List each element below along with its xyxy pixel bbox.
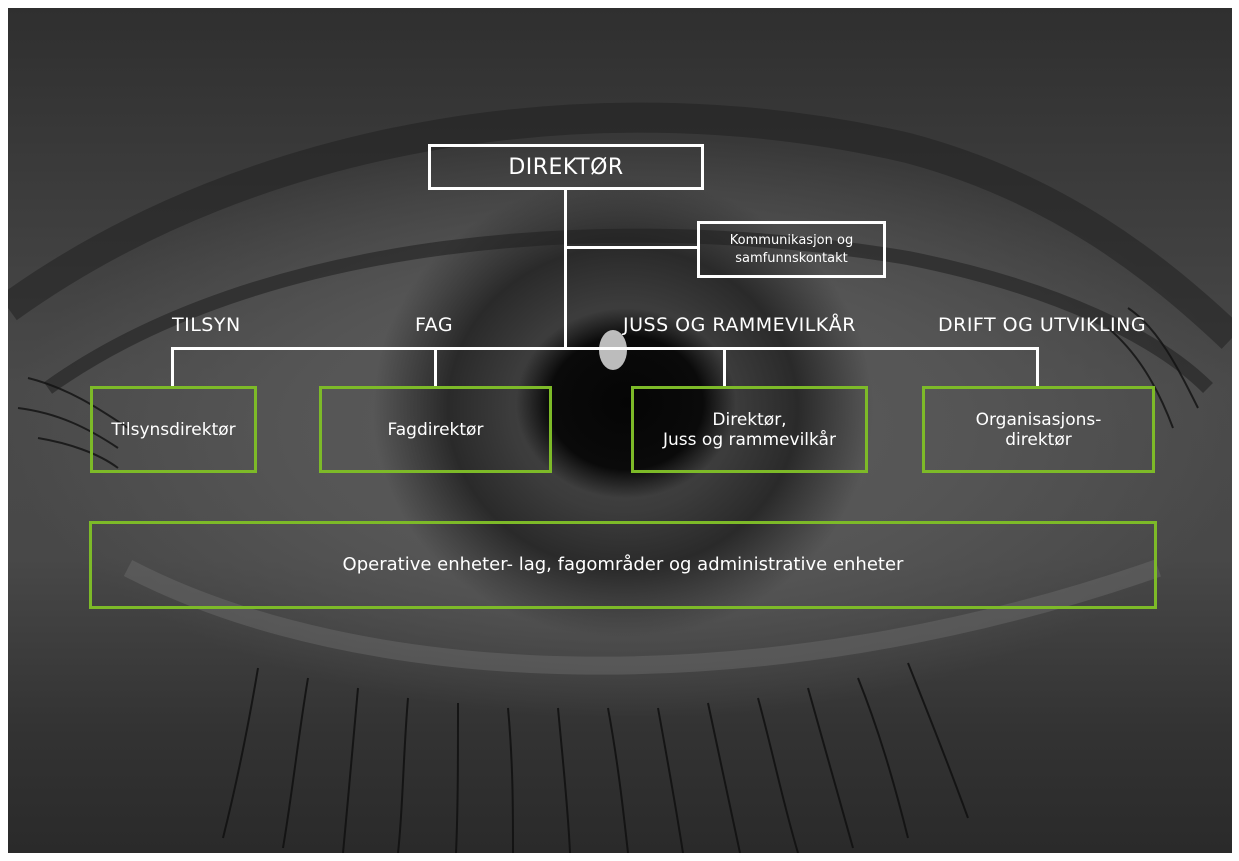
heading-tilsyn: TILSYN <box>172 314 241 336</box>
eye-background-image <box>8 8 1232 853</box>
heading-juss: JUSS OG RAMMEVILKÅR <box>623 314 856 336</box>
operations-box: Operative enheter- lag, fagområder og ad… <box>89 521 1157 609</box>
organisation-director-label-line2: direktør <box>1005 429 1072 450</box>
fag-director-box: Fagdirektør <box>319 386 552 473</box>
organisation-director-label-line1: Organisasjons- <box>975 409 1102 430</box>
connector-horizontal-bus <box>171 347 1039 350</box>
juss-director-label-line2: Juss og rammevilkår <box>663 429 836 450</box>
connector-juss-drop <box>723 347 726 387</box>
communication-label-line1: Kommunikasjon og <box>729 232 854 248</box>
heading-drift: DRIFT OG UTVIKLING <box>938 314 1147 336</box>
organisation-director-box: Organisasjons- direktør <box>922 386 1155 473</box>
heading-fag: FAG <box>415 314 454 336</box>
communication-box: Kommunikasjon og samfunnskontakt <box>697 221 886 278</box>
tilsyn-director-box: Tilsynsdirektør <box>90 386 257 473</box>
operations-label: Operative enheter- lag, fagområder og ad… <box>342 554 904 575</box>
connector-tilsyn-drop <box>171 347 174 387</box>
tilsyn-director-label: Tilsynsdirektør <box>111 419 236 440</box>
director-label: DIREKTØR <box>508 154 624 180</box>
connector-fag-drop <box>434 347 437 387</box>
eye-illustration <box>8 102 1232 853</box>
connector-director-trunk <box>564 189 567 349</box>
director-box: DIREKTØR <box>428 144 704 190</box>
connector-staff-branch <box>564 246 698 249</box>
juss-director-label-line1: Direktør, <box>712 409 787 430</box>
connector-drift-drop <box>1036 347 1039 387</box>
juss-director-box: Direktør, Juss og rammevilkår <box>631 386 868 473</box>
fag-director-label: Fagdirektør <box>387 419 484 440</box>
communication-label-line2: samfunnskontakt <box>735 250 848 266</box>
